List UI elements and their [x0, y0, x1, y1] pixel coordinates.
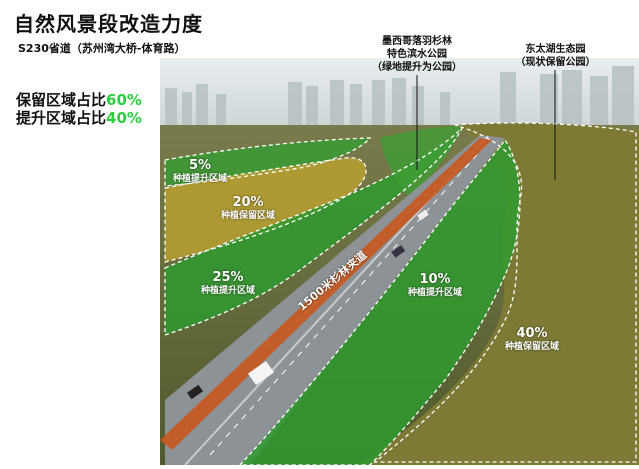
zone-4-outline: [238, 138, 521, 466]
zone-5-percent: 40%: [516, 326, 548, 341]
zone-4-desc: 种植提升区域: [407, 288, 462, 298]
zone-2-percent: 20%: [232, 195, 264, 210]
zone-1-area: [165, 138, 370, 186]
zone-3-label: 25% 种植提升区域: [178, 270, 278, 297]
retained-ratio: 保留区域占比60%: [16, 89, 142, 110]
zone-1-percent: 5%: [188, 158, 212, 173]
car-3: [417, 209, 429, 221]
zone-1-label: 5% 种植提升区域: [160, 158, 240, 185]
upgraded-ratio: 提升区域占比40%: [16, 107, 142, 128]
zone-3-percent: 25%: [212, 270, 244, 285]
upgraded-ratio-value: 40%: [106, 109, 142, 127]
car-2: [391, 245, 406, 258]
highway-lane-a: [209, 139, 491, 456]
page-title: 自然风景段改造力度: [14, 12, 203, 36]
zone-5-desc: 种植保留区域: [504, 342, 559, 352]
zone-1-outline: [164, 137, 372, 187]
truck: [247, 360, 275, 386]
callout-1-line-2: 特色滨水公园: [387, 49, 447, 60]
zone-3-area: [165, 128, 462, 335]
woodland-right: [360, 122, 639, 466]
page-subtitle: S230省道（苏州湾大桥-体育路）: [18, 42, 186, 55]
zone-2-area: [165, 157, 367, 262]
fir-corridor: [160, 138, 492, 450]
zone-3-desc: 种植提升区域: [200, 286, 255, 296]
zone-4-area: [240, 140, 520, 465]
retained-ratio-value: 60%: [106, 91, 142, 109]
zone-2-desc: 种植保留区域: [220, 211, 275, 221]
callout-1-line-1: 墨西哥落羽杉林: [382, 36, 452, 47]
skyline: [165, 66, 634, 128]
zone-1-desc: 种植提升区域: [172, 174, 227, 184]
retained-ratio-label: 保留区域占比: [16, 91, 107, 109]
zone-2-label: 20% 种植保留区域: [198, 195, 298, 222]
zone-3-outline: [164, 127, 463, 336]
callout-eco-park: 东太湖生态园 （现状保留公园）: [508, 43, 603, 69]
callout-1-line-3: （绿地提升为公园）: [372, 62, 462, 73]
zone-2-outline: [164, 157, 367, 263]
car-1: [186, 384, 204, 400]
zone-4-label: 10% 种植提升区域: [390, 272, 480, 299]
zone-5-label: 40% 种植保留区域: [487, 326, 577, 353]
callout-waterfront-park: 墨西哥落羽杉林 特色滨水公园 （绿地提升为公园）: [362, 35, 472, 74]
callout-2-line-2: （现状保留公园）: [515, 57, 596, 68]
upgraded-ratio-label: 提升区域占比: [16, 109, 107, 127]
callout-2-line-1: 东太湖生态园: [525, 44, 586, 55]
zone-4-percent: 10%: [419, 272, 451, 287]
